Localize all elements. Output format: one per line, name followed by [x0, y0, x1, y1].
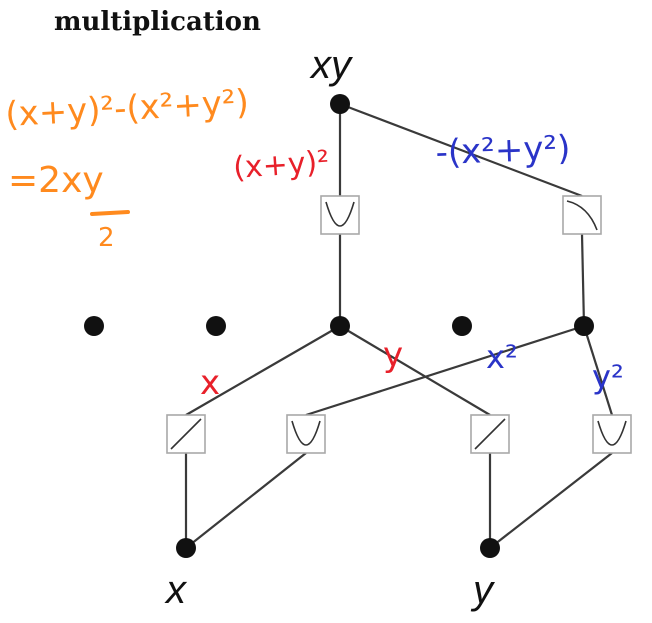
equation-line-3: 2 [98, 223, 115, 253]
annotation-sum-squared: (x+y)² [232, 144, 330, 186]
edge-squares-node-to-sq-x [305, 324, 585, 417]
equation-line-1: (x+y)²-(x²+y²) [4, 82, 249, 135]
input-label-x: x [164, 568, 188, 612]
output-node [330, 94, 350, 114]
input-label-y: y [470, 568, 496, 612]
equation-line-2: =2xy [8, 160, 104, 201]
square-activation-box-top [320, 195, 360, 235]
input-node-x [176, 538, 196, 558]
square-activation-box-y [592, 414, 632, 454]
parabola-icon [597, 420, 627, 446]
parabola-icon [325, 201, 355, 227]
network-edges [184, 102, 614, 549]
sum-node [330, 316, 350, 336]
parabola-icon [291, 420, 321, 446]
identity-activation-box-x [166, 414, 206, 454]
hidden-node-2 [206, 316, 226, 336]
descending-curve-icon [566, 200, 598, 231]
edge-sum-node-to-id-x [185, 325, 341, 416]
edge-squares-node-to-sq-y [582, 325, 614, 416]
annotation-minus-sum-of-squares: -(x²+y²) [435, 128, 571, 173]
squares-node [574, 316, 594, 336]
annotation-edge-y: y [383, 335, 403, 375]
diagonal-line-icon [474, 418, 506, 450]
identity-activation-box-y [470, 414, 510, 454]
edge-output-to-negsq [339, 102, 583, 198]
annotation-edge-y-squared: y² [592, 358, 624, 396]
diagonal-line-icon [170, 418, 202, 450]
negative-square-activation-box [562, 195, 602, 235]
edge-sq-x-to-x [185, 452, 307, 549]
edge-sum-node-to-id-y [339, 325, 491, 416]
hidden-node-4 [452, 316, 472, 336]
edge-negsq-to-squares-node [580, 233, 586, 327]
annotation-edge-x-squared: x² [486, 338, 518, 376]
hidden-node-1 [84, 316, 104, 336]
fraction-bar [90, 210, 130, 216]
input-node-y [480, 538, 500, 558]
network-nodes [84, 94, 594, 558]
diagram-title: multiplication [54, 7, 261, 37]
square-activation-box-x [286, 414, 326, 454]
annotation-edge-x: x [200, 363, 220, 403]
edge-sq-y-to-y [489, 452, 613, 549]
output-label: xy [309, 43, 354, 87]
